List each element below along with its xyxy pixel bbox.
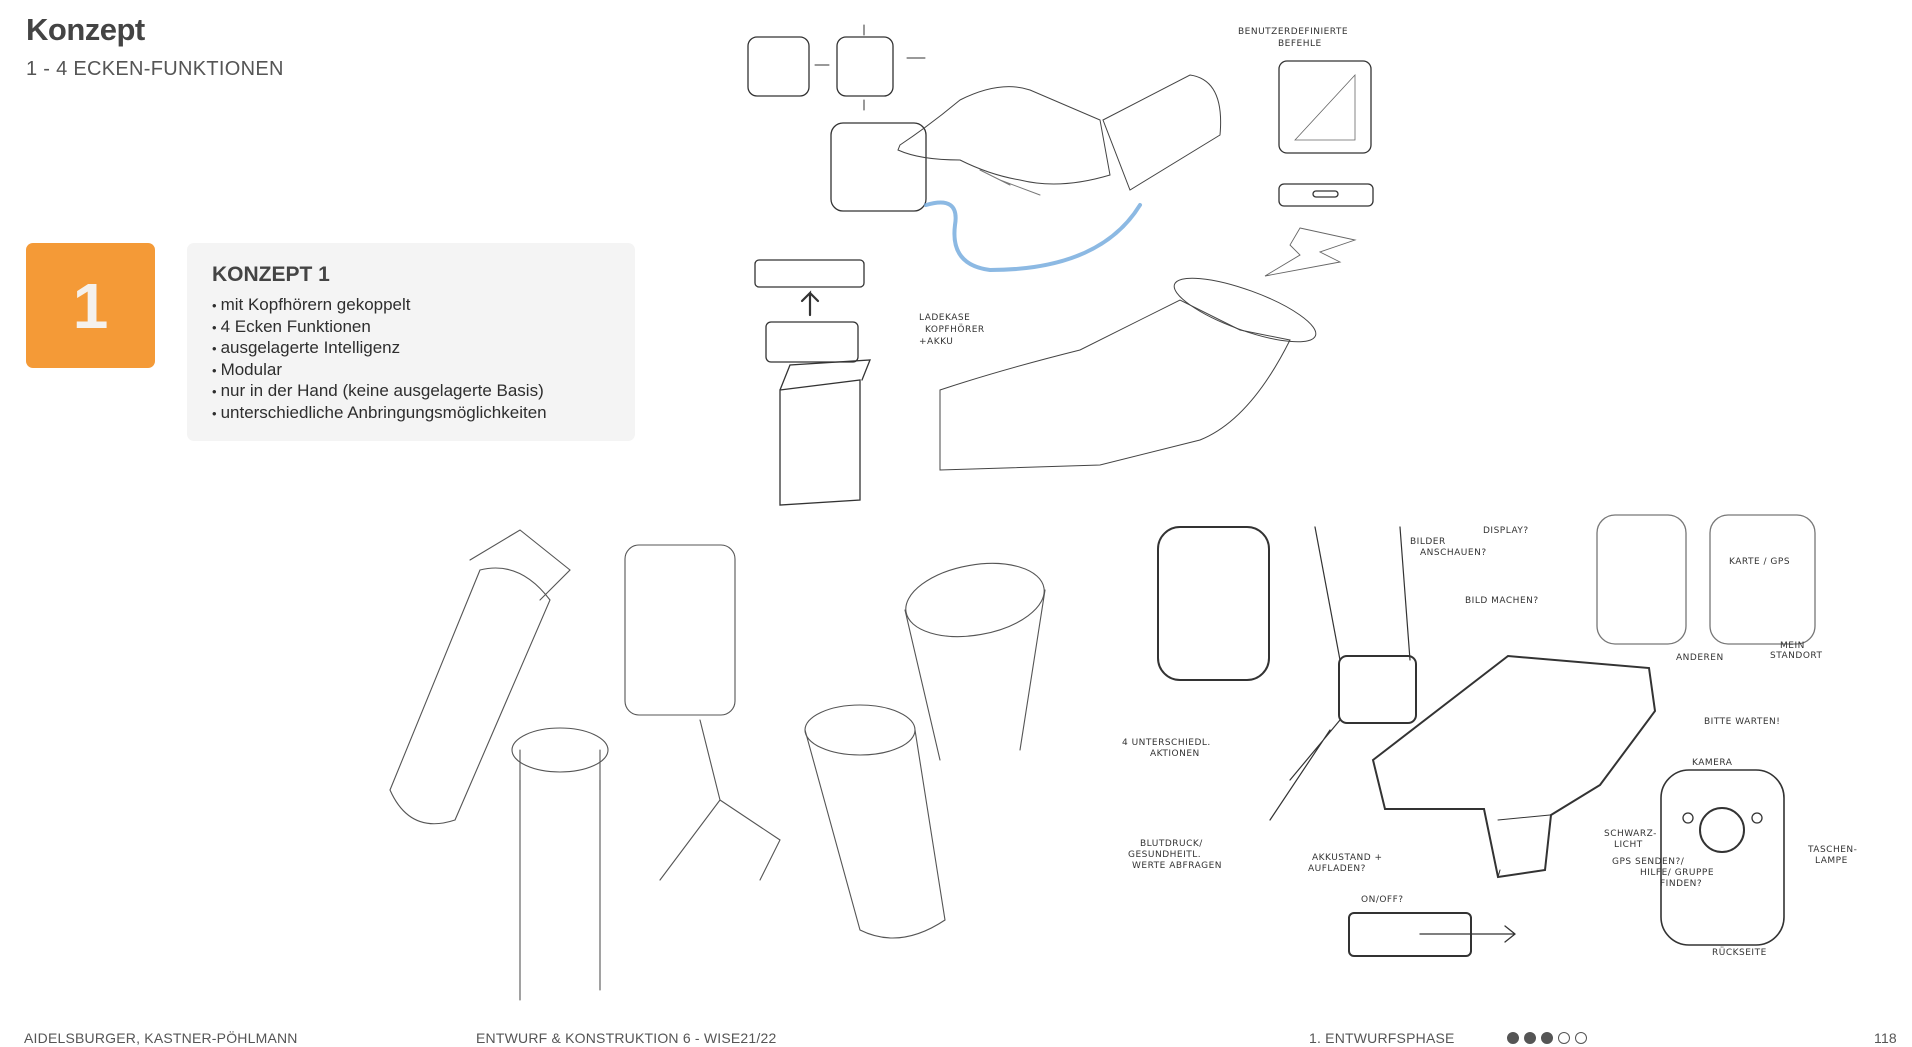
annotation: GESUNDHEITL. xyxy=(1128,850,1201,860)
annotation: KAMERA xyxy=(1692,758,1733,768)
progress-dot-empty xyxy=(1575,1032,1587,1044)
phase-progress-dots xyxy=(1507,1031,1592,1047)
annotation: WERTE ABFRAGEN xyxy=(1132,861,1222,871)
annotation: GPS SENDEN?/ xyxy=(1612,857,1685,867)
page-title: Konzept xyxy=(26,12,145,47)
footer-authors: AIDELSBURGER, KASTNER-PÖHLMANN xyxy=(24,1030,298,1046)
hand-with-ring-sketch xyxy=(939,277,1317,471)
annotation: BEFEHLE xyxy=(1278,39,1322,49)
annotation: +AKKU xyxy=(919,337,953,347)
concept-heading: KONZEPT 1 xyxy=(212,263,330,286)
annotation: LADEKASE xyxy=(919,313,970,323)
bullet-item: nur in der Hand (keine ausgelagerte Basi… xyxy=(212,381,547,403)
bullet-item: Modular xyxy=(212,360,547,382)
bullet-item: mit Kopfhörern gekoppelt xyxy=(212,295,547,317)
annotation: DISPLAY? xyxy=(1483,526,1529,536)
annotation: BILD MACHEN? xyxy=(1465,596,1539,606)
annotation: HILFE/ GRUPPE xyxy=(1640,868,1714,878)
annotation: ANDEREN xyxy=(1676,653,1724,663)
progress-dot-filled xyxy=(1507,1032,1519,1044)
annotation: LAMPE xyxy=(1815,856,1848,866)
bullet-item: 4 Ecken Funktionen xyxy=(212,317,547,339)
progress-dot-filled xyxy=(1524,1032,1536,1044)
concept-bullets: mit Kopfhörern gekoppelt 4 Ecken Funktio… xyxy=(212,295,547,424)
annotation: RÜCKSEITE xyxy=(1712,947,1767,958)
footer-phase: 1. ENTWURFSPHASE xyxy=(1309,1030,1455,1046)
concept-number-badge: 1 xyxy=(26,243,155,368)
page-number: 118 xyxy=(1874,1030,1897,1046)
annotation: AUFLADEN? xyxy=(1308,864,1366,874)
footer-course: ENTWURF & KONSTRUKTION 6 - WISE21/22 xyxy=(476,1030,777,1046)
bullet-item: unterschiedliche Anbringungsmöglichkeite… xyxy=(212,403,547,425)
annotation: SCHWARZ- xyxy=(1604,829,1657,839)
annotation: BITTE WARTEN! xyxy=(1704,717,1780,727)
wristband-variants-sketch xyxy=(389,529,1046,1001)
annotation: AKTIONEN xyxy=(1150,749,1200,759)
annotation: KARTE / GPS xyxy=(1729,557,1790,567)
annotation: FINDEN? xyxy=(1660,879,1702,889)
bullet-item: ausgelagerte Intelligenz xyxy=(212,338,547,360)
annotation: STANDORT xyxy=(1770,651,1823,661)
progress-dot-empty xyxy=(1558,1032,1570,1044)
hand-sketch xyxy=(897,74,1222,196)
annotation: BILDER xyxy=(1410,537,1446,547)
progress-dot-filled xyxy=(1541,1032,1553,1044)
annotation: MEIN xyxy=(1780,641,1805,651)
annotation: BLUTDRUCK/ xyxy=(1140,839,1203,849)
sketch-annotations: BENUTZERDEFINIERTE BEFEHLE LADEKASE KOPF… xyxy=(919,27,1857,958)
charging-case-sketch xyxy=(754,259,871,506)
annotation: KOPFHÖRER xyxy=(925,324,985,335)
headphone-cable xyxy=(924,200,1142,273)
annotation: AKKUSTAND + xyxy=(1312,853,1383,863)
concept-info-card: KONZEPT 1 mit Kopfhörern gekoppelt 4 Eck… xyxy=(187,243,635,441)
device-front-sketch xyxy=(1264,60,1374,277)
page-subtitle: 1 - 4 ECKEN-FUNKTIONEN xyxy=(26,58,284,80)
annotation: TASCHEN- xyxy=(1807,845,1857,855)
annotation: ON/OFF? xyxy=(1361,895,1404,905)
annotation: 4 UNTERSCHIEDL. xyxy=(1122,738,1211,748)
concept-number: 1 xyxy=(72,269,109,342)
annotation: BENUTZERDEFINIERTE xyxy=(1238,27,1348,37)
annotation: LICHT xyxy=(1614,840,1643,850)
annotation: ANSCHAUEN? xyxy=(1420,548,1487,558)
corner-function-sketch xyxy=(747,24,927,212)
wristwatch-device-sketch xyxy=(1157,514,1816,957)
